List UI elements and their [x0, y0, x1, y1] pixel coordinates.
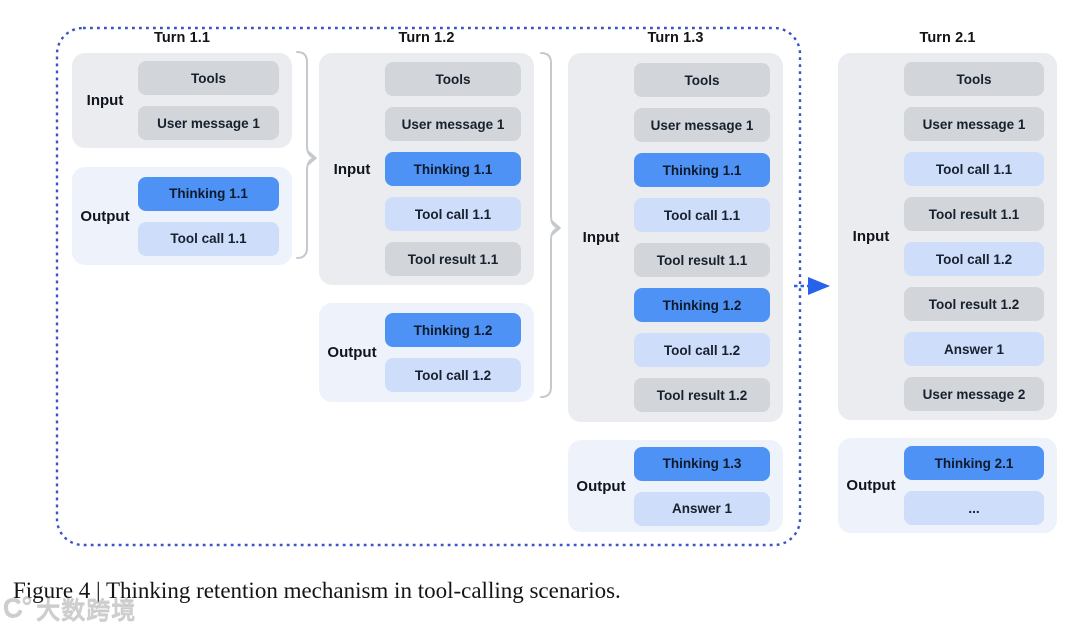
brace-connector-turn-1-2-to-1-3 — [540, 52, 561, 398]
message-box: Tool result 1.1 — [385, 242, 521, 276]
message-box: User message 1 — [385, 107, 521, 141]
message-box: User message 2 — [904, 377, 1044, 411]
turn-title-1-1: Turn 1.1 — [153, 30, 211, 46]
message-box: Tool result 1.1 — [634, 243, 770, 277]
turn-title-2-1: Turn 2.1 — [919, 30, 976, 46]
message-box: Tool call 1.2 — [385, 358, 521, 392]
message-box: Thinking 1.3 — [634, 446, 770, 481]
input-label: Input — [333, 160, 371, 178]
message-box: Tools — [138, 61, 279, 95]
message-box: Tool call 1.1 — [634, 198, 770, 232]
brace-connector-turn-1-1-to-1-2 — [296, 51, 317, 259]
message-box: Tools — [385, 62, 521, 96]
message-box: Tool result 1.2 — [634, 378, 770, 412]
watermark: C° 大数跨境 — [0, 591, 137, 626]
message-box: Tools — [904, 62, 1044, 96]
message-box: Tool call 1.1 — [904, 152, 1044, 186]
arrow-right-icon — [794, 277, 830, 295]
message-box: User message 1 — [904, 107, 1044, 141]
message-box: Tool call 1.1 — [138, 221, 279, 256]
message-box: Thinking 1.2 — [385, 313, 521, 347]
output-label: Output — [576, 477, 626, 495]
message-box: User message 1 — [634, 108, 770, 142]
message-box: Tool call 1.2 — [904, 242, 1044, 276]
input-label: Input — [582, 229, 620, 246]
message-box: Tool call 1.2 — [634, 333, 770, 367]
input-label: Input — [852, 228, 890, 245]
message-box: Tool result 1.2 — [904, 287, 1044, 321]
turn-title-1-2: Turn 1.2 — [398, 30, 455, 46]
turn-title-1-3: Turn 1.3 — [647, 30, 704, 46]
message-box: Thinking 1.1 — [634, 153, 770, 187]
message-box: Answer 1 — [634, 491, 770, 526]
output-panel-turn-2-1: Output Thinking 2.1... — [838, 438, 1057, 533]
message-box: Tool call 1.1 — [385, 197, 521, 231]
message-box: User message 1 — [138, 106, 279, 140]
input-label: Input — [86, 92, 124, 109]
figure-caption: Figure 4 | Thinking retention mechanism … — [13, 578, 621, 603]
message-box: ... — [904, 491, 1044, 525]
output-message-list: Thinking 2.1... — [904, 446, 1044, 525]
message-box: Tools — [634, 63, 770, 97]
output-label: Output — [327, 344, 377, 361]
message-box: Answer 1 — [904, 332, 1044, 366]
watermark-logo-icon: C° — [0, 591, 36, 625]
message-box: Tool result 1.1 — [904, 197, 1044, 231]
output-label: Output — [80, 207, 130, 225]
message-box: Thinking 1.1 — [138, 176, 279, 211]
watermark-text: 大数跨境 — [36, 598, 137, 625]
message-box: Thinking 1.1 — [385, 152, 521, 186]
output-label: Output — [846, 477, 896, 494]
message-box: Thinking 1.2 — [634, 288, 770, 322]
message-box: Thinking 2.1 — [904, 446, 1044, 480]
